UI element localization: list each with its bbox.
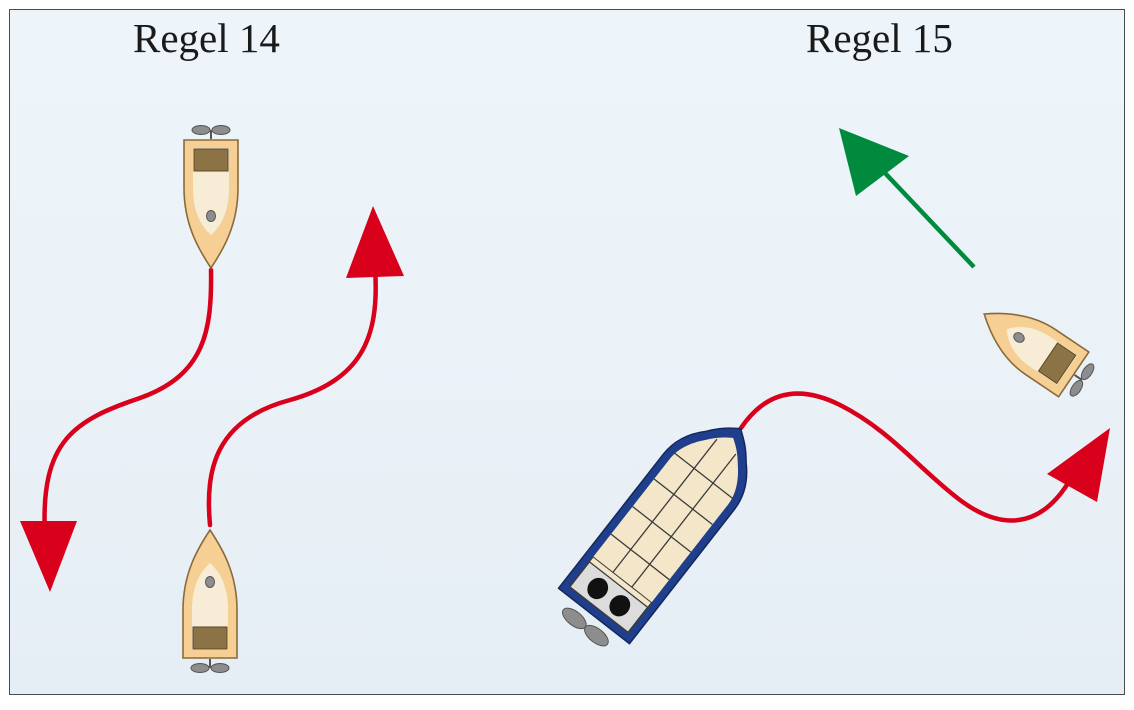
arrowhead-lower-boat: [346, 206, 404, 278]
arrowhead-upper-boat: [20, 521, 77, 592]
give-way-arrowhead: [839, 128, 909, 196]
propeller-icon: [211, 125, 231, 135]
track-ship: [738, 391, 1073, 523]
rule-15-label: Regel 15: [806, 15, 953, 61]
propeller-icon: [190, 663, 210, 673]
propeller-icon: [1080, 363, 1095, 381]
motorboat-right: [983, 312, 1095, 398]
ship-large: [557, 427, 748, 647]
motorboat-upper-left: [183, 125, 239, 270]
arrowhead-ship: [1047, 428, 1110, 502]
propeller-icon: [191, 125, 211, 135]
rule-14-label: Regel 14: [133, 15, 280, 61]
track-lower-boat: [206, 265, 378, 528]
propeller-icon: [210, 663, 230, 673]
track-upper-boat: [42, 267, 214, 538]
diagram-frame: [9, 9, 1125, 695]
propeller-icon: [1069, 379, 1084, 397]
propeller-icon: [584, 624, 609, 647]
motorboat-lower-left: [182, 528, 238, 673]
give-way-track: [882, 170, 976, 269]
